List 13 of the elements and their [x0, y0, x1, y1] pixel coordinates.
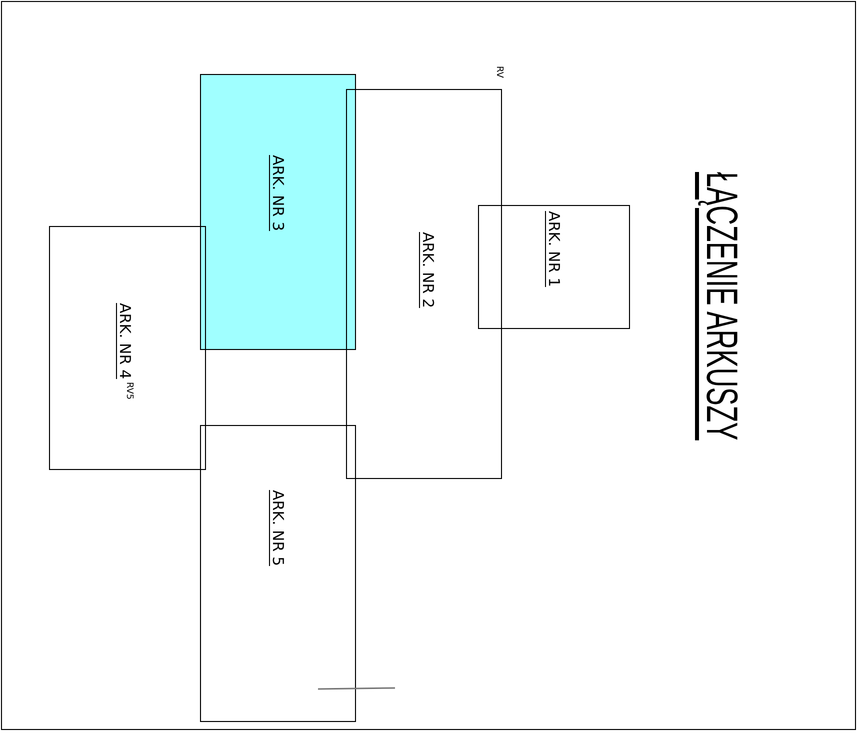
- mark-label: RV5: [124, 382, 134, 400]
- sheet-label: ARK. NR 1: [545, 211, 563, 288]
- mark-label: RV: [494, 66, 504, 78]
- sheet-label: ARK. NR 4: [116, 303, 134, 380]
- sheet-outline: [346, 89, 502, 479]
- sheet-outline: [49, 226, 206, 470]
- sheet-label: ARK. NR 3: [269, 155, 287, 232]
- sheet-outline: [478, 205, 630, 329]
- sheet-label: ARK. NR 2: [419, 232, 437, 308]
- sheet-outline: [200, 74, 356, 350]
- sheet-label: ARK. NR 5: [269, 490, 287, 566]
- title: ŁĄCZENIE ARKUSZY: [696, 172, 747, 440]
- sheet-outline: [200, 425, 356, 722]
